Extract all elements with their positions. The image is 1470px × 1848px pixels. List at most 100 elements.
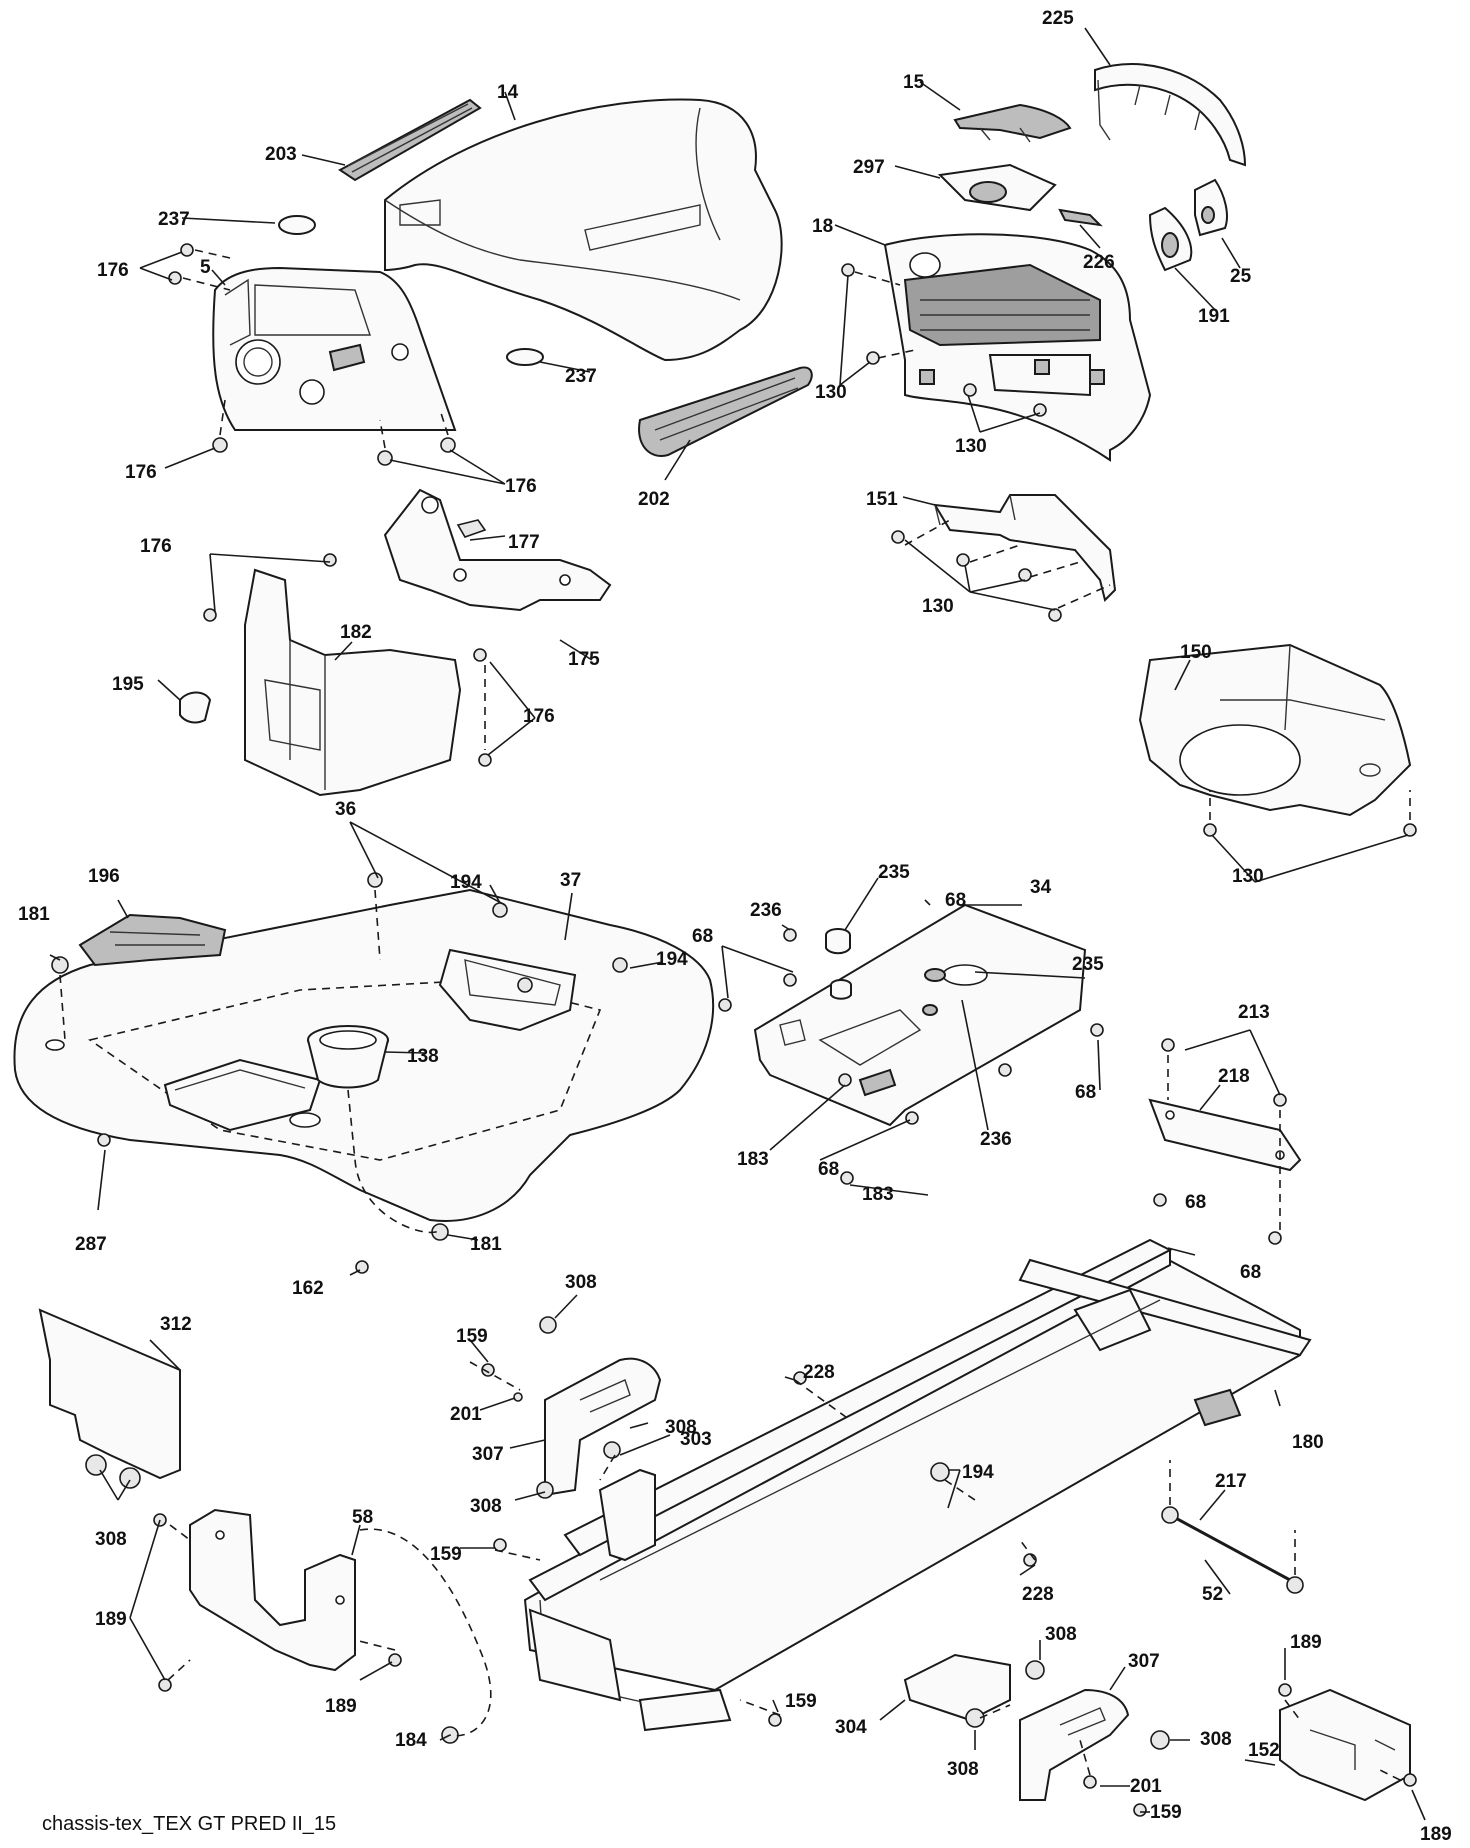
part-25 (1194, 178, 1228, 237)
part-297 (937, 163, 1057, 212)
callout-176: 176 (140, 536, 172, 557)
assembly-lines (59, 249, 1411, 1781)
callout-176: 176 (505, 476, 537, 497)
callout-218: 218 (1218, 1066, 1250, 1087)
callout-14: 14 (497, 82, 519, 103)
callout-308: 308 (665, 1417, 697, 1438)
callout-308: 308 (1045, 1624, 1077, 1645)
part-bracket-58 (189, 1508, 356, 1672)
callout-15: 15 (903, 72, 925, 93)
callout-189: 189 (1290, 1632, 1322, 1653)
callout-308: 308 (565, 1272, 597, 1293)
callout-225: 225 (1042, 8, 1074, 29)
callout-138: 138 (407, 1046, 439, 1067)
callout-237: 237 (565, 366, 597, 387)
callout-236: 236 (980, 1129, 1012, 1150)
part-panel-312 (38, 1308, 181, 1480)
callout-159: 159 (456, 1326, 488, 1347)
part-cover-307b (1019, 1688, 1130, 1801)
callout-189: 189 (95, 1609, 127, 1630)
callout-307: 307 (1128, 1651, 1160, 1672)
callout-191: 191 (1198, 306, 1230, 327)
callout-228: 228 (803, 1362, 835, 1383)
part-bracket-303 (598, 1468, 656, 1562)
part-lower-dash-182 (244, 568, 462, 797)
callout-308: 308 (1200, 1729, 1232, 1750)
callout-183: 183 (862, 1184, 894, 1205)
callout-308: 308 (470, 1496, 502, 1517)
callout-68: 68 (1185, 1192, 1206, 1213)
part-rod-217 (1169, 1513, 1291, 1582)
callout-159: 159 (430, 1544, 462, 1565)
callout-308: 308 (95, 1529, 127, 1550)
callout-130: 130 (1232, 866, 1264, 887)
diagram-caption: chassis-tex_TEX GT PRED II_15 (42, 1813, 336, 1835)
part-pedal-196 (78, 913, 227, 967)
part-spacer-235a (825, 928, 851, 955)
part-bracket-151 (933, 494, 1117, 602)
callout-189: 189 (325, 1696, 357, 1717)
fasteners (51, 243, 1417, 1817)
part-bracket-304 (903, 1653, 1011, 1722)
callout-162: 162 (292, 1278, 324, 1299)
callout-labels: 225 14 15 203 297 237 18 5 176 226 25 19… (18, 8, 1452, 1845)
callout-25: 25 (1230, 266, 1252, 287)
callout-36: 36 (335, 799, 356, 820)
callout-189: 189 (1420, 1824, 1452, 1845)
callout-202: 202 (638, 489, 670, 510)
callout-151: 151 (866, 489, 898, 510)
callout-194: 194 (656, 949, 688, 970)
callout-195: 195 (112, 674, 144, 695)
callout-68: 68 (1075, 1082, 1096, 1103)
callout-303: 303 (680, 1429, 712, 1450)
part-frame-180 (523, 1238, 1312, 1732)
callout-68: 68 (818, 1159, 839, 1180)
leader-lines (49, 27, 1426, 1821)
callout-176: 176 (125, 462, 157, 483)
part-cover-307a (544, 1357, 662, 1497)
callout-68: 68 (1240, 1262, 1261, 1283)
callout-68: 68 (945, 890, 966, 911)
part-boot-138 (307, 1025, 389, 1089)
part-225 (1094, 63, 1247, 167)
part-bracket-218 (1148, 1098, 1302, 1172)
callout-150: 150 (1180, 642, 1212, 663)
callout-52: 52 (1202, 1584, 1223, 1605)
callout-235: 235 (1072, 954, 1104, 975)
callout-297: 297 (853, 157, 885, 178)
callout-34: 34 (1030, 877, 1052, 898)
callout-159: 159 (785, 1691, 817, 1712)
callout-304: 304 (835, 1717, 867, 1738)
part-plug-237a (278, 215, 316, 235)
part-clip-195 (179, 691, 212, 724)
part-spacer-236a (830, 979, 852, 1000)
callout-287: 287 (75, 1234, 107, 1255)
callout-152: 152 (1248, 1740, 1280, 1761)
part-226 (1058, 208, 1103, 227)
callout-236: 236 (750, 900, 782, 921)
callout-176: 176 (523, 706, 555, 727)
part-grille-18 (883, 233, 1152, 462)
callout-181: 181 (18, 904, 50, 925)
callout-181: 181 (470, 1234, 502, 1255)
part-shield-152 (1279, 1688, 1411, 1802)
callout-182: 182 (340, 622, 372, 643)
callout-201: 201 (1130, 1776, 1162, 1797)
part-dash-5 (212, 266, 457, 431)
callout-307: 307 (472, 1444, 504, 1465)
callout-159: 159 (1150, 1802, 1182, 1823)
callout-226: 226 (1083, 252, 1115, 273)
callout-58: 58 (352, 1507, 373, 1528)
part-191 (1148, 206, 1193, 272)
callout-194: 194 (962, 1462, 994, 1483)
part-bracket-175 (383, 488, 612, 612)
callout-5: 5 (200, 257, 211, 278)
callout-37: 37 (560, 870, 581, 891)
callout-308: 308 (947, 1759, 979, 1780)
callout-194: 194 (450, 872, 482, 893)
callout-175: 175 (568, 649, 600, 670)
callout-196: 196 (88, 866, 120, 887)
callout-177: 177 (508, 532, 540, 553)
callout-312: 312 (160, 1314, 192, 1335)
